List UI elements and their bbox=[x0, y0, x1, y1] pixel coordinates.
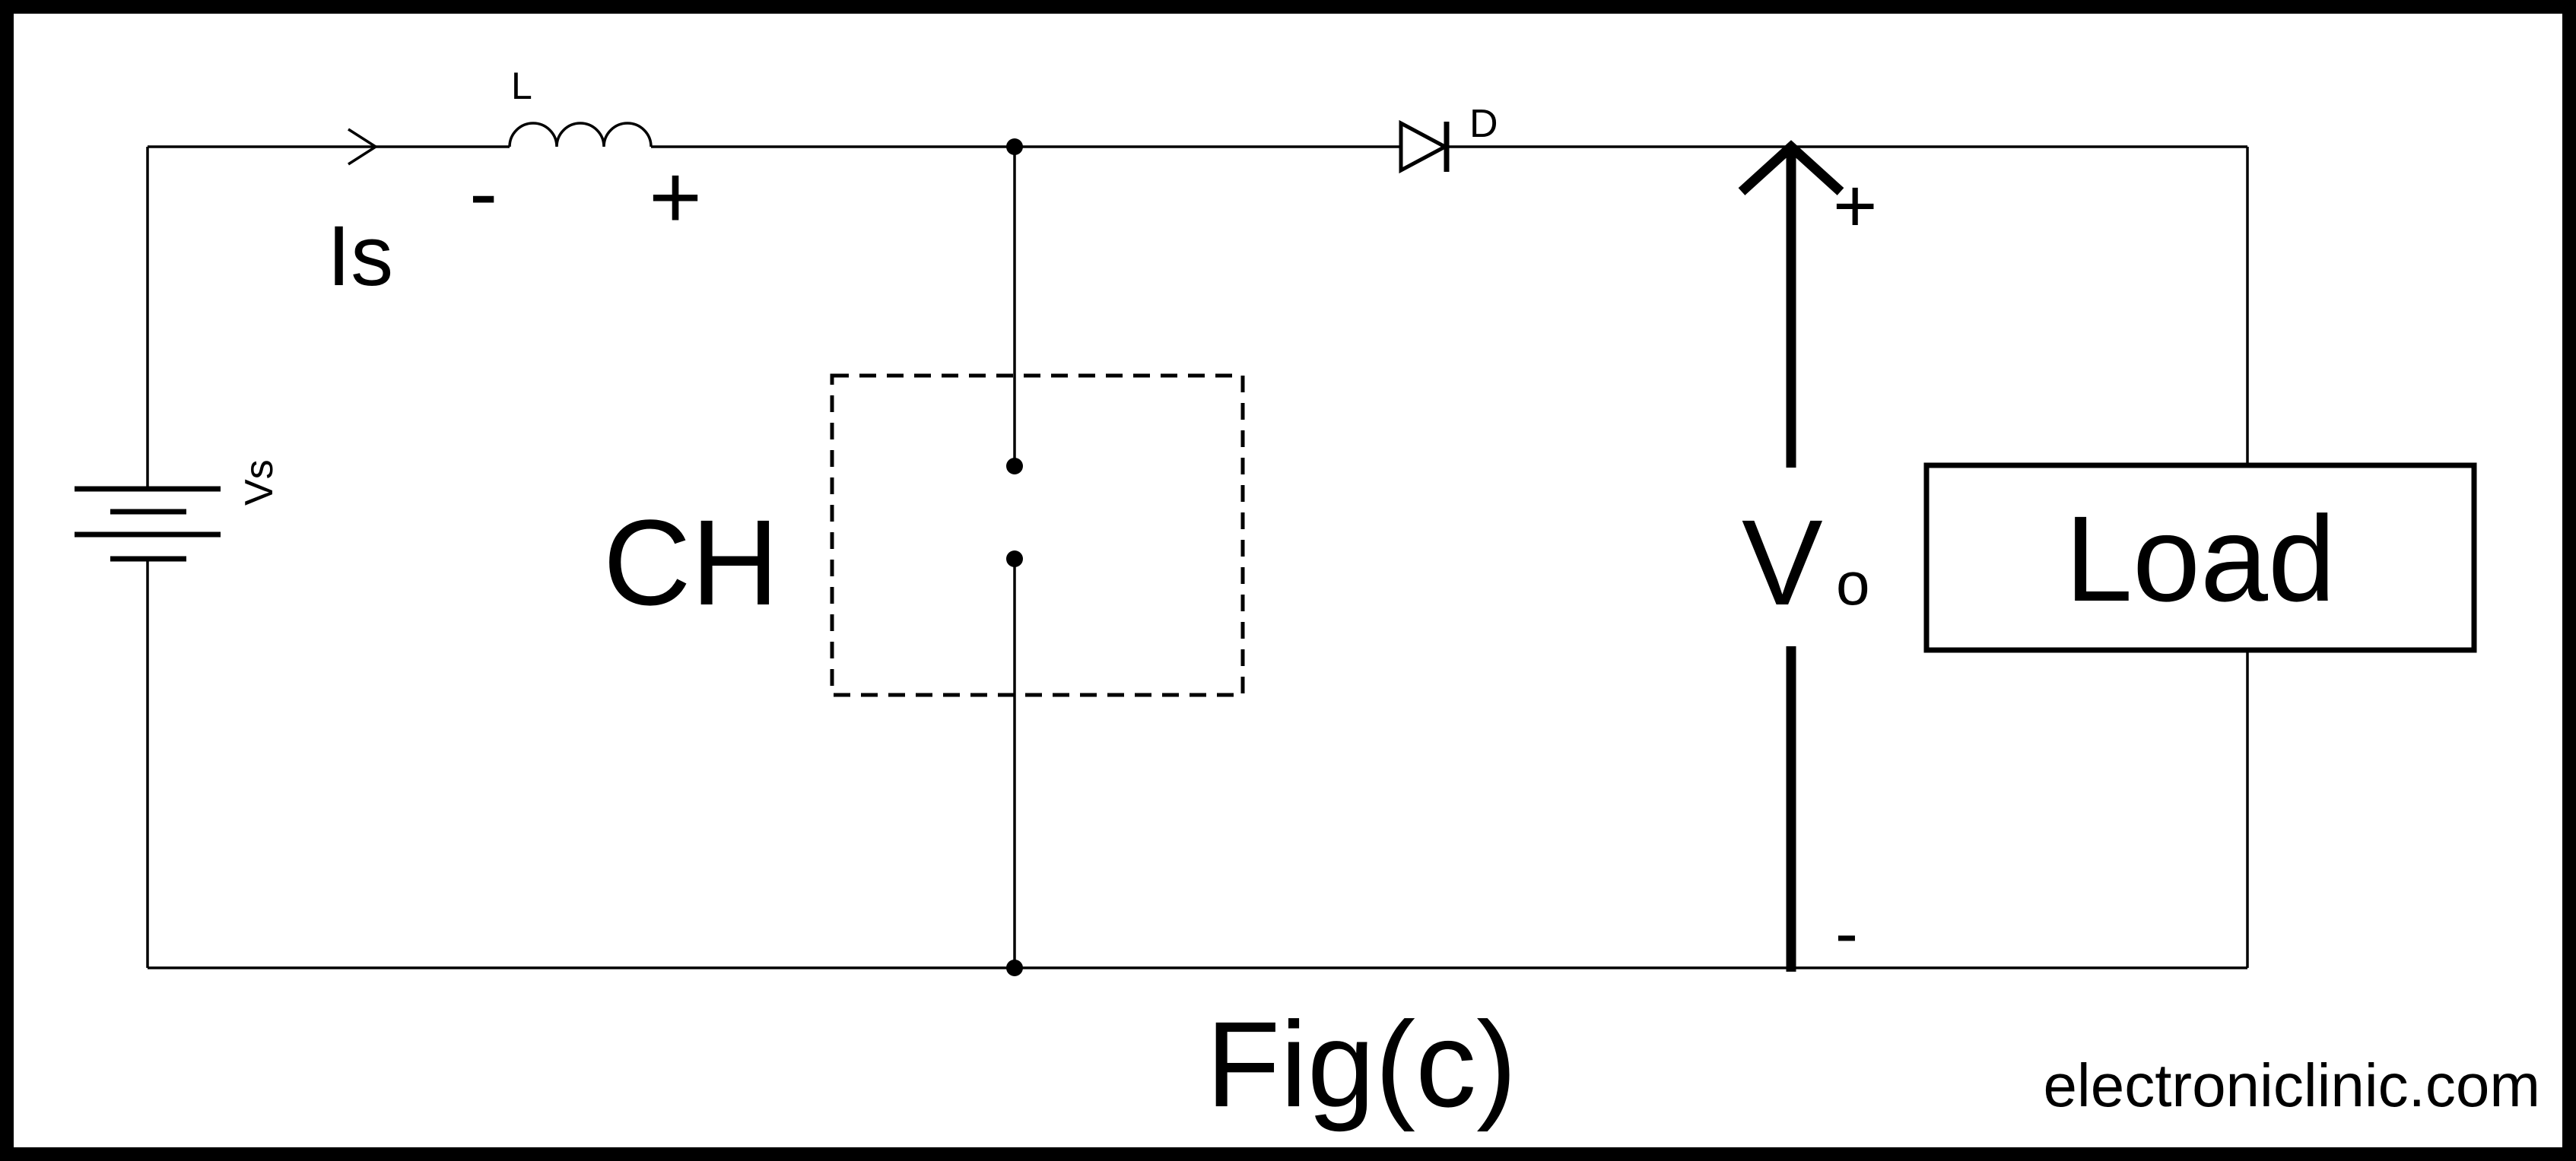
diode-label: D bbox=[1469, 102, 1498, 146]
watermark-text: electroniclinic.com bbox=[2043, 1052, 2540, 1119]
output-plus-label: + bbox=[1833, 163, 1877, 249]
load-box bbox=[1923, 462, 2477, 653]
figure-caption: Fig(c) bbox=[1206, 996, 1517, 1132]
switch-contact-lower bbox=[1006, 550, 1023, 567]
inductor-icon bbox=[508, 122, 653, 148]
source-label: Vs bbox=[237, 459, 281, 506]
battery-icon bbox=[75, 486, 221, 562]
chopper-switch-box bbox=[830, 373, 1245, 697]
inductor-plus-label: + bbox=[649, 146, 702, 248]
output-voltage-label: V bbox=[1742, 494, 1823, 630]
current-label: Is bbox=[327, 208, 393, 303]
junction-top bbox=[1006, 138, 1023, 155]
chopper-label: CH bbox=[603, 494, 779, 630]
inductor-label: L bbox=[511, 65, 532, 107]
circuit-wires bbox=[146, 145, 2249, 969]
junction-bottom bbox=[1006, 960, 1023, 976]
load-label: Load bbox=[2065, 490, 2336, 626]
inductor-minus-label: - bbox=[469, 145, 497, 240]
switch-contact-upper bbox=[1006, 458, 1023, 474]
current-arrow-icon bbox=[348, 128, 379, 166]
diode-icon bbox=[1399, 119, 1450, 174]
output-voltage-subscript: o bbox=[1836, 550, 1870, 617]
output-minus-label: - bbox=[1835, 896, 1858, 972]
output-voltage-arrow-icon bbox=[1738, 140, 1844, 972]
